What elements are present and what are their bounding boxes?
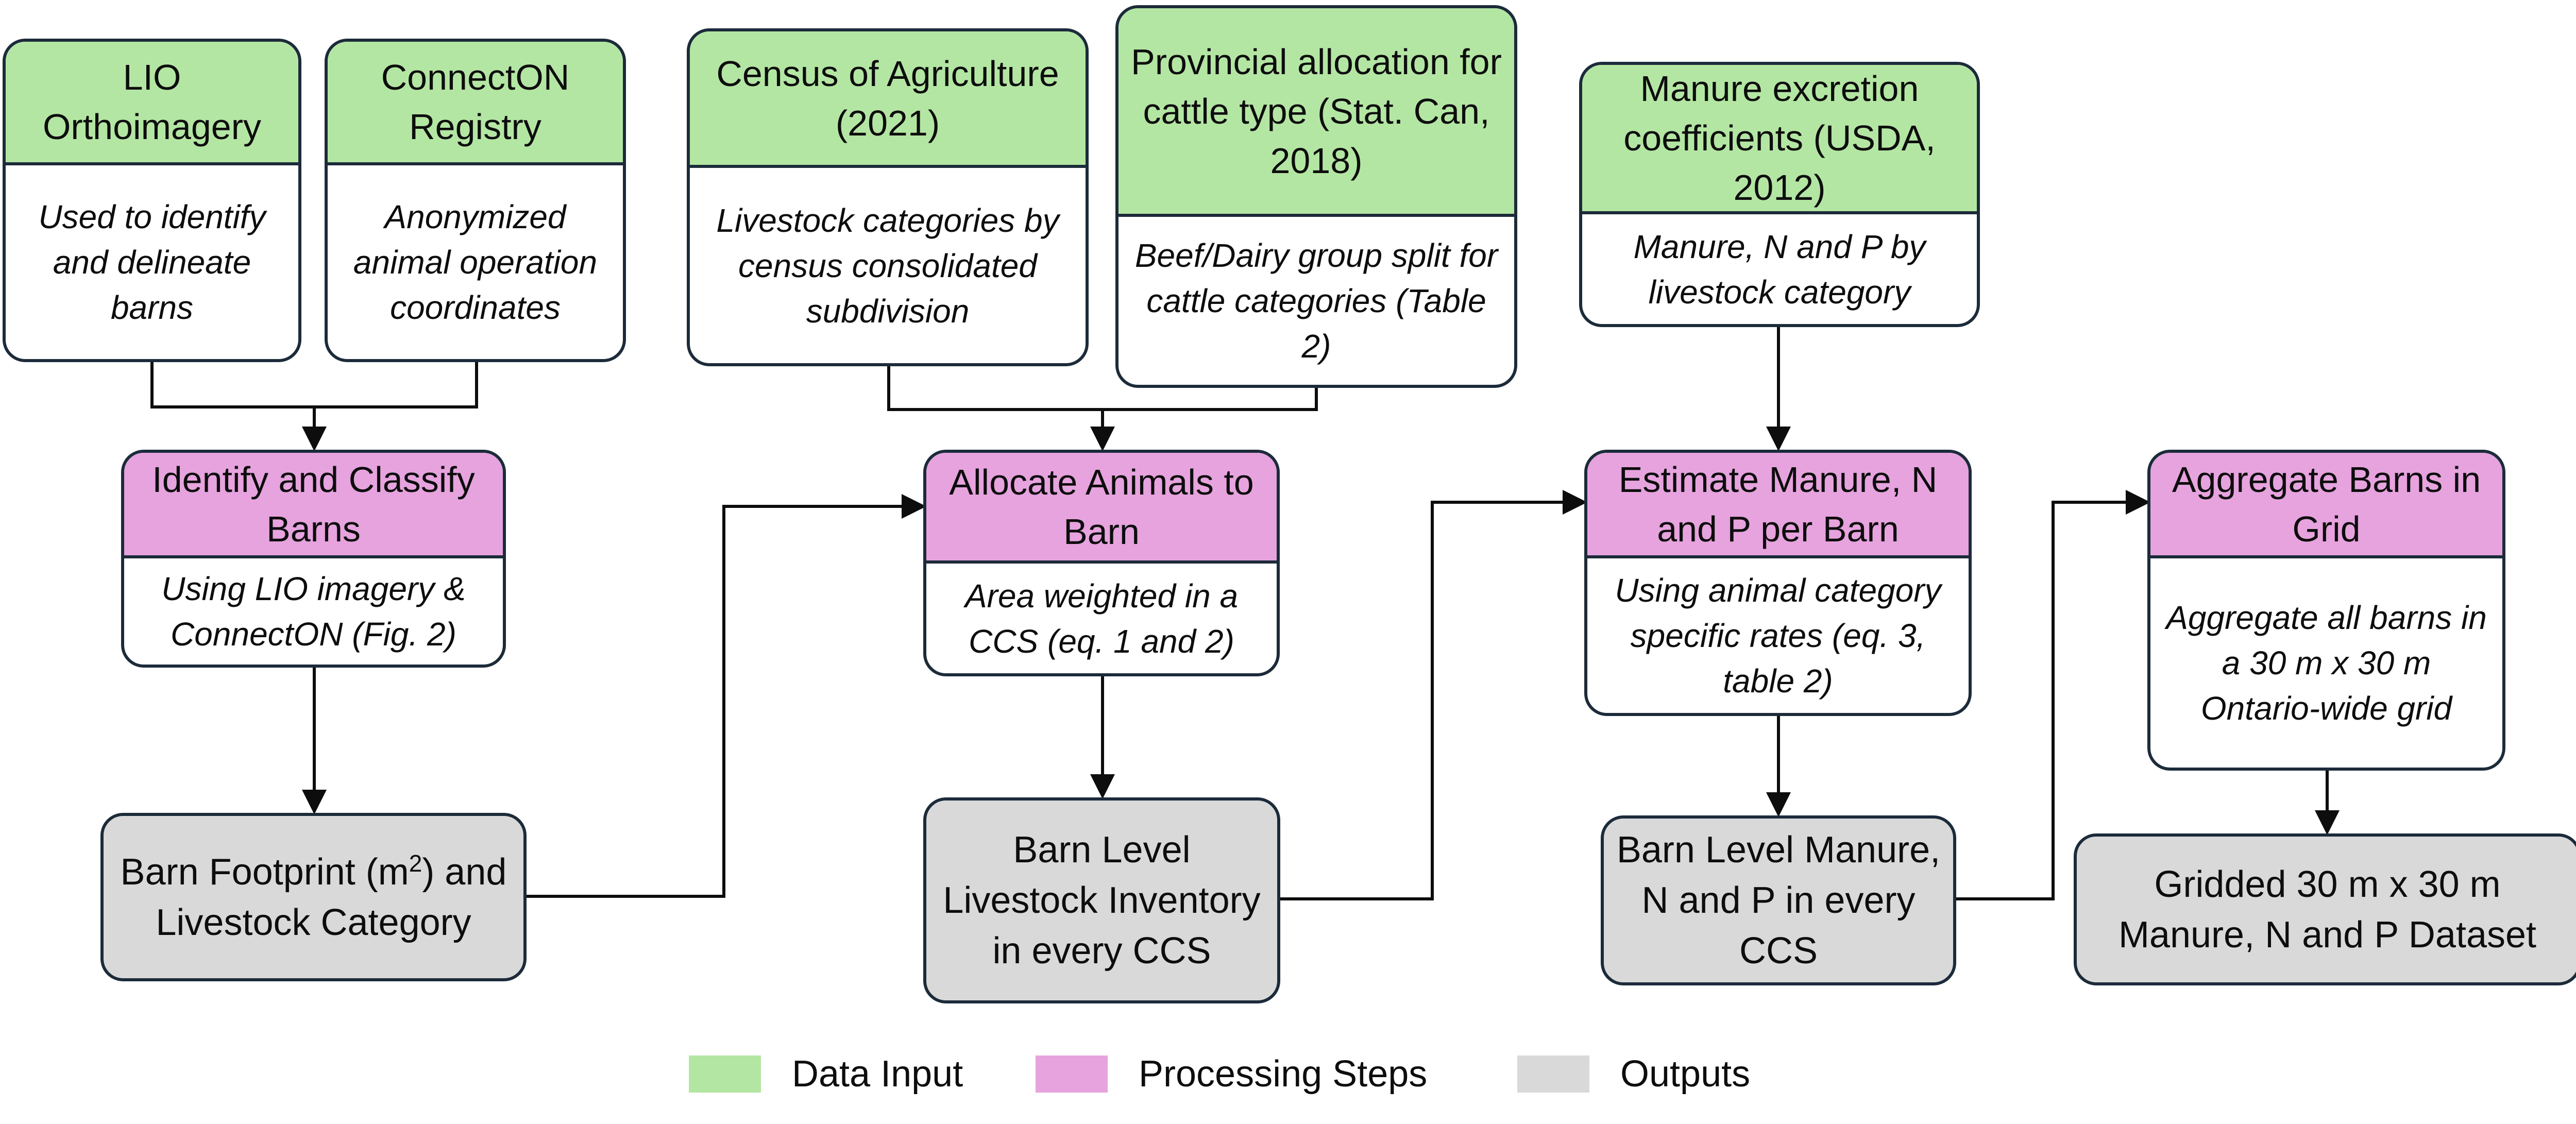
legend-label-processing-steps: Processing Steps	[1139, 1053, 1428, 1095]
step-aggregate-title: Aggregate Barns in Grid	[2150, 453, 2502, 558]
output-footprint-text-after: ) and Livestock Category	[156, 851, 507, 943]
legend-label-data-input: Data Input	[792, 1053, 963, 1095]
step-identify-title: Identify and Classify Barns	[124, 453, 503, 558]
input-census-title: Census of Agriculture (2021)	[690, 31, 1086, 168]
input-census-of-agriculture: Census of Agriculture (2021) Livestock c…	[687, 28, 1089, 366]
connector-inputs-to-identify	[150, 361, 478, 448]
step-estimate-title: Estimate Manure, N and P per Barn	[1587, 453, 1969, 558]
connector-inputs-to-allocate	[887, 365, 1318, 448]
step-allocate-animals: Allocate Animals to Barn Area weighted i…	[923, 450, 1280, 676]
input-manure-coeff-title: Manure excretion coefficients (USDA, 201…	[1582, 65, 1977, 214]
output-gridded-text: Gridded 30 m x 30 m Manure, N and P Data…	[2118, 863, 2537, 956]
input-provincial-allocation: Provincial allocation for cattle type (S…	[1115, 5, 1517, 388]
legend-swatch-data-input	[689, 1055, 761, 1093]
output-barn-footprint: Barn Footprint (m2) and Livestock Catego…	[100, 813, 527, 981]
output-gridded-dataset: Gridded 30 m x 30 m Manure, N and P Data…	[2074, 833, 2576, 985]
step-aggregate-body: Aggregate all barns in a 30 m x 30 m Ont…	[2166, 599, 2487, 727]
input-connecton-title: ConnectON Registry	[328, 42, 623, 165]
input-provincial-body: Beef/Dairy group split for cattle catego…	[1134, 237, 1498, 365]
input-provincial-title: Provincial allocation for cattle type (S…	[1118, 8, 1514, 217]
step-aggregate-barns: Aggregate Barns in Grid Aggregate all ba…	[2147, 450, 2505, 771]
legend-item-processing-steps: Processing Steps	[1036, 1051, 1427, 1097]
output-footprint-text-main: Barn Footprint (m	[120, 851, 409, 893]
input-manure-coefficients: Manure excretion coefficients (USDA, 201…	[1579, 62, 1980, 327]
output-barn-manure: Barn Level Manure, N and P in every CCS	[1601, 815, 1956, 985]
connector-inventory-to-estimate	[1280, 490, 1587, 900]
output-footprint-text: Barn Footprint (m2) and Livestock Catego…	[116, 847, 511, 948]
legend-swatch-processing-steps	[1036, 1055, 1108, 1093]
legend-label-outputs: Outputs	[1620, 1053, 1751, 1095]
step-estimate-manure: Estimate Manure, N and P per Barn Using …	[1584, 450, 1972, 716]
step-identify-classify-barns: Identify and Classify Barns Using LIO im…	[121, 450, 506, 668]
input-manure-coeff-body: Manure, N and P by livestock category	[1633, 228, 1926, 311]
output-inventory-text: Barn Level Livestock Inventory in every …	[943, 829, 1261, 972]
input-connecton-body: Anonymized animal operation coordinates	[353, 198, 598, 326]
output-livestock-inventory: Barn Level Livestock Inventory in every …	[923, 797, 1280, 1003]
step-estimate-body: Using animal category specific rates (eq…	[1615, 572, 1941, 700]
legend-item-outputs: Outputs	[1517, 1051, 1750, 1097]
input-lio-orthoimagery: LIO Orthoimagery Used to identify and de…	[3, 39, 301, 362]
input-connecton-registry: ConnectON Registry Anonymized animal ope…	[325, 39, 626, 362]
legend-swatch-outputs	[1517, 1055, 1589, 1093]
input-lio-body: Used to identify and delineate barns	[38, 198, 266, 326]
step-identify-body: Using LIO imagery & ConnectON (Fig. 2)	[161, 570, 466, 653]
input-lio-title: LIO Orthoimagery	[6, 42, 298, 165]
output-footprint-superscript: 2	[409, 849, 422, 877]
connector-footprint-to-allocate	[527, 494, 926, 898]
step-allocate-title: Allocate Animals to Barn	[926, 453, 1277, 564]
legend-item-data-input: Data Input	[689, 1051, 963, 1097]
output-manure-text: Barn Level Manure, N and P in every CCS	[1616, 829, 1941, 972]
connector-manure-to-aggregate	[1956, 490, 2150, 900]
step-allocate-body: Area weighted in a CCS (eq. 1 and 2)	[964, 577, 1239, 660]
input-census-body: Livestock categories by census consolida…	[716, 201, 1059, 330]
